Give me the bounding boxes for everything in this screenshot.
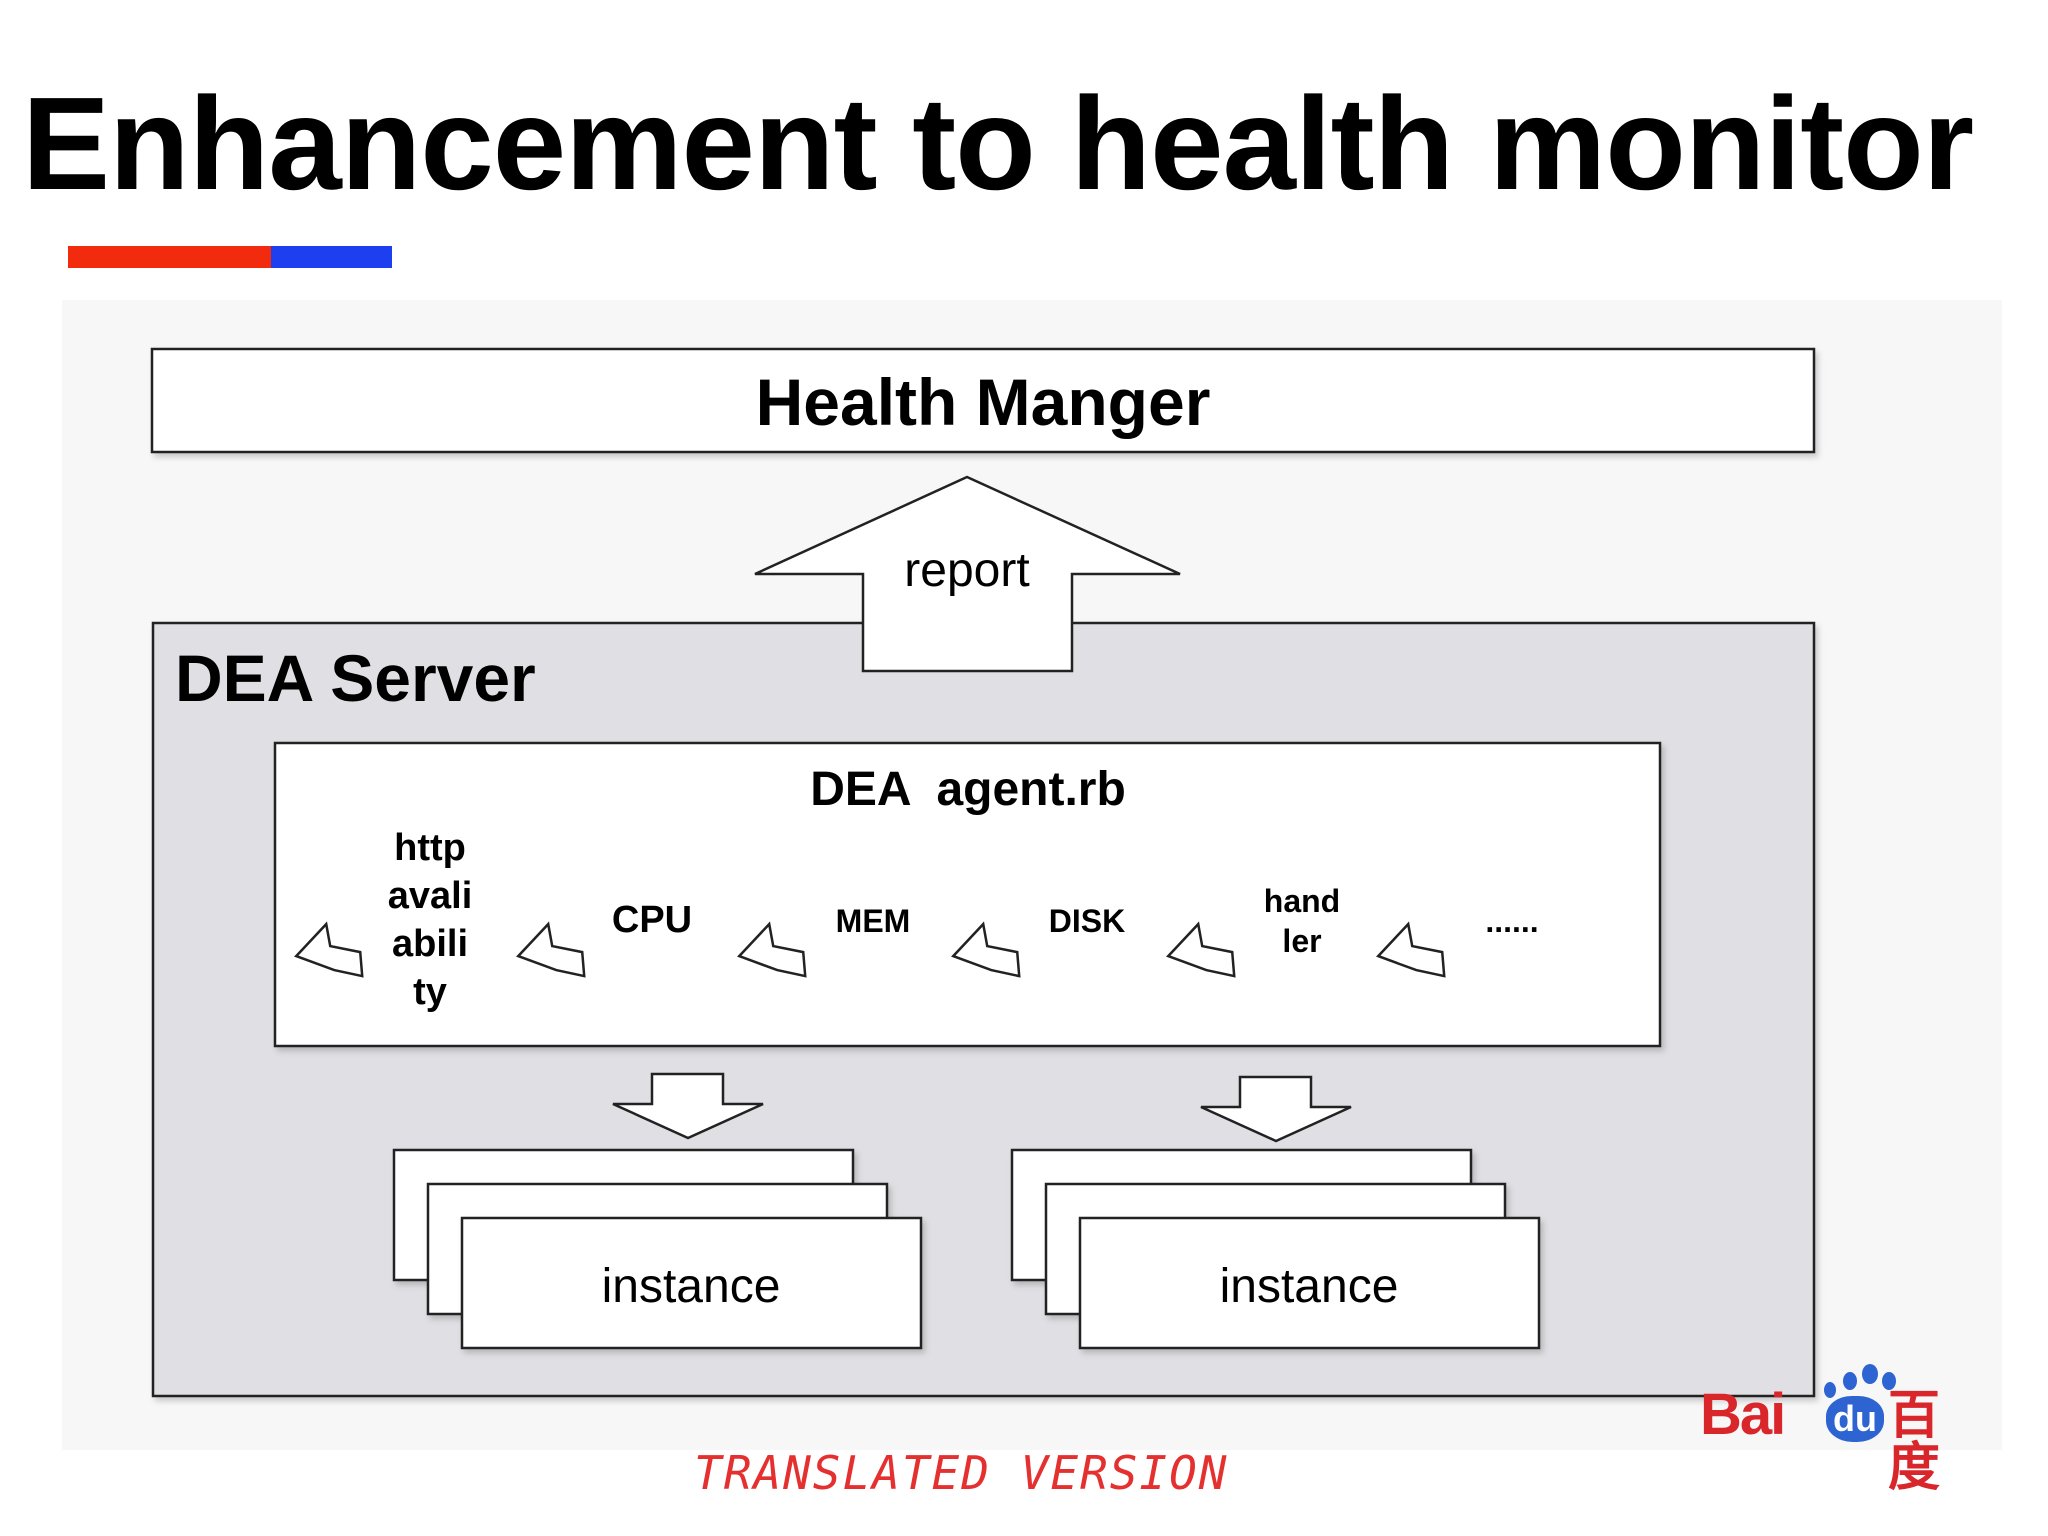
instance-stacks: instance instance: [392, 1148, 1541, 1350]
monitor-arrowhead: [737, 921, 807, 978]
monitor-label: ty: [413, 971, 447, 1013]
monitor-label: MEM: [836, 903, 911, 939]
instance-card: [460, 1216, 923, 1350]
report-arrow: report: [754, 475, 1181, 673]
monitor-label: CPU: [612, 899, 692, 941]
monitor-arrowhead: [516, 921, 586, 978]
health-manager-box: Health Manger: [150, 347, 1816, 454]
monitor-label: http: [394, 827, 466, 869]
accent-bar-red: [68, 246, 271, 268]
monitor-label: DISK: [1049, 903, 1125, 939]
slide-title: Enhancement to health monitor: [22, 70, 1974, 217]
logo-latin: Bai: [1700, 1382, 1786, 1447]
logo-paw-dot: [1843, 1372, 1857, 1390]
logo-cjk: 百度: [1888, 1386, 1941, 1498]
monitor-label: ......: [1485, 903, 1538, 939]
down-arrow-right: [1200, 1075, 1352, 1143]
monitor-cycles: http avali abili ty CPU MEM DISK hand ler......: [294, 827, 1539, 1013]
monitor-label: abili: [392, 923, 468, 965]
title-accent-bar: [68, 246, 392, 268]
monitor-label: ler: [1282, 923, 1321, 959]
report-arrow-label: report: [904, 544, 1029, 597]
instance-label: instance: [602, 1260, 781, 1313]
logo-paw-dot: [1824, 1382, 1836, 1398]
dea-agent-box: DEA agent.rb: [273, 741, 1662, 1048]
monitor-label: avali: [388, 875, 473, 917]
monitor-cycle: DISK: [951, 903, 1125, 978]
instance-stack: instance: [1010, 1148, 1541, 1350]
monitor-label: hand: [1264, 883, 1340, 919]
monitor-arrowhead: [1376, 921, 1446, 978]
instance-label: instance: [1220, 1260, 1399, 1313]
translated-watermark: TRANSLATED VERSION: [694, 1446, 1229, 1500]
monitor-cycle: CPU: [516, 899, 692, 978]
monitor-arrowhead: [951, 921, 1021, 978]
monitor-arrowhead: [294, 921, 364, 978]
monitor-arrowhead: [1166, 921, 1236, 978]
down-arrow-left: [612, 1072, 764, 1140]
accent-bar-blue: [271, 246, 392, 268]
monitor-cycle: MEM: [737, 903, 911, 978]
dea-agent-label: DEA agent.rb: [810, 763, 1126, 816]
health-manager-label: Health Manger: [756, 365, 1211, 439]
monitor-cycle: ......: [1376, 903, 1539, 978]
logo-paw-dot: [1882, 1372, 1896, 1390]
monitor-cycle: hand ler: [1166, 883, 1340, 978]
logo-badge: du: [1826, 1396, 1884, 1442]
logo-paw-dot: [1862, 1364, 1878, 1384]
monitor-cycle: http avali abili ty: [294, 827, 473, 1013]
instance-stack: instance: [392, 1148, 923, 1350]
baidu-logo: Bai du 百度: [1700, 1350, 1972, 1494]
dea-server-label: DEA Server: [175, 641, 536, 715]
instance-card: [1078, 1216, 1541, 1350]
